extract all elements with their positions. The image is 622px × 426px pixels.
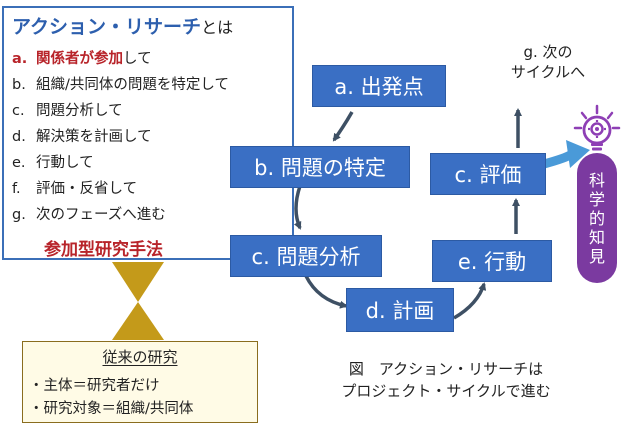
definition-footer: 参加型研究手法 xyxy=(44,240,163,260)
step-analysis: c. 問題分析 xyxy=(230,235,382,277)
item-text: 評価・反省して xyxy=(36,181,138,197)
item-text: 問題分析して xyxy=(36,103,123,119)
arrow-identify-to-analysis xyxy=(293,185,302,230)
item-marker: f. xyxy=(12,181,21,197)
arrow-analysis-to-plan xyxy=(304,275,348,309)
traditional-title: 従来の研究 xyxy=(23,346,257,367)
item-marker: g. xyxy=(12,207,26,223)
item-marker: c. xyxy=(12,103,25,119)
caption-line2: プロジェクト・サイクルで進む xyxy=(341,382,551,400)
item-marker: e. xyxy=(12,155,26,171)
definition-title-tail: とは xyxy=(201,18,234,37)
lightbulb-gear-icon xyxy=(573,104,621,151)
item-text: して xyxy=(123,51,152,67)
traditional-title-text: 従来の研究 xyxy=(102,348,178,366)
item-marker: a. xyxy=(12,51,28,67)
science-char: 知 xyxy=(588,227,605,247)
science-knowledge-pill: 科 学 的 知 見 xyxy=(577,153,617,283)
definition-list: a. 関係者が参加して b. 組織/共同体の問題を特定して c. 問題分析して d. 解… xyxy=(12,46,229,228)
science-char: 見 xyxy=(588,246,605,266)
item-highlight: 関係者が参加 xyxy=(36,51,123,67)
definition-title: アクション・リサーチとは xyxy=(12,12,233,39)
item-text: 組織/共同体の問題を特定して xyxy=(36,77,229,93)
arrow-start-to-identify xyxy=(332,111,354,142)
item-marker: b. xyxy=(12,77,26,93)
next-cycle-line1: g. 次の xyxy=(523,43,573,61)
list-item: f. 評価・反省して xyxy=(12,176,229,202)
step-identify: b. 問題の特定 xyxy=(230,146,410,188)
arrow-to-science xyxy=(539,149,577,169)
traditional-line-object: ・研究対象＝組織/共同体 xyxy=(29,401,194,417)
figure-caption: 図 アクション・リサーチは プロジェクト・サイクルで進む xyxy=(300,358,592,402)
traditional-research-box: 従来の研究 ・主体＝研究者だけ ・研究対象＝組織/共同体 xyxy=(22,341,258,423)
arrow-plan-to-action xyxy=(453,282,487,320)
item-text: 行動して xyxy=(36,155,94,171)
step-start: a. 出発点 xyxy=(312,65,446,107)
step-plan: d. 計画 xyxy=(346,288,454,332)
list-item: c. 問題分析して xyxy=(12,98,229,124)
definition-title-key: アクション・リサーチ xyxy=(12,16,202,38)
hourglass-bottom xyxy=(112,302,164,340)
definition-box: アクション・リサーチとは a. 関係者が参加して b. 組織/共同体の問題を特定して… xyxy=(2,6,294,260)
step-action: e. 行動 xyxy=(432,240,552,282)
item-marker: d. xyxy=(12,129,26,145)
item-text: 解決策を計画して xyxy=(36,129,152,145)
next-cycle-label: g. 次の サイクルへ xyxy=(498,42,598,82)
hourglass-top xyxy=(112,262,164,302)
science-char: 的 xyxy=(588,208,605,228)
next-cycle-line2: サイクルへ xyxy=(510,63,586,81)
list-item: a. 関係者が参加して xyxy=(12,46,229,72)
arrow-to-science-head xyxy=(566,140,590,168)
science-char: 科 xyxy=(588,170,605,190)
list-item: d. 解決策を計画して xyxy=(12,124,229,150)
list-item: g. 次のフェーズへ進む xyxy=(12,202,229,228)
list-item: b. 組織/共同体の問題を特定して xyxy=(12,72,229,98)
step-evaluate: c. 評価 xyxy=(430,153,546,195)
traditional-line-subject: ・主体＝研究者だけ xyxy=(29,378,160,394)
science-char: 学 xyxy=(588,189,605,209)
item-text: 次のフェーズへ進む xyxy=(36,207,166,223)
caption-line1: 図 アクション・リサーチは xyxy=(348,360,544,378)
list-item: e. 行動して xyxy=(12,150,229,176)
